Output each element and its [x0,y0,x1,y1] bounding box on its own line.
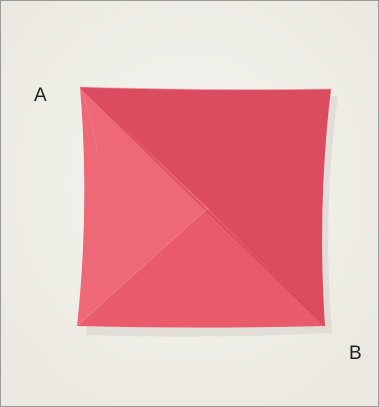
corner-label-b: B [349,344,362,363]
corner-label-a: A [34,86,47,105]
